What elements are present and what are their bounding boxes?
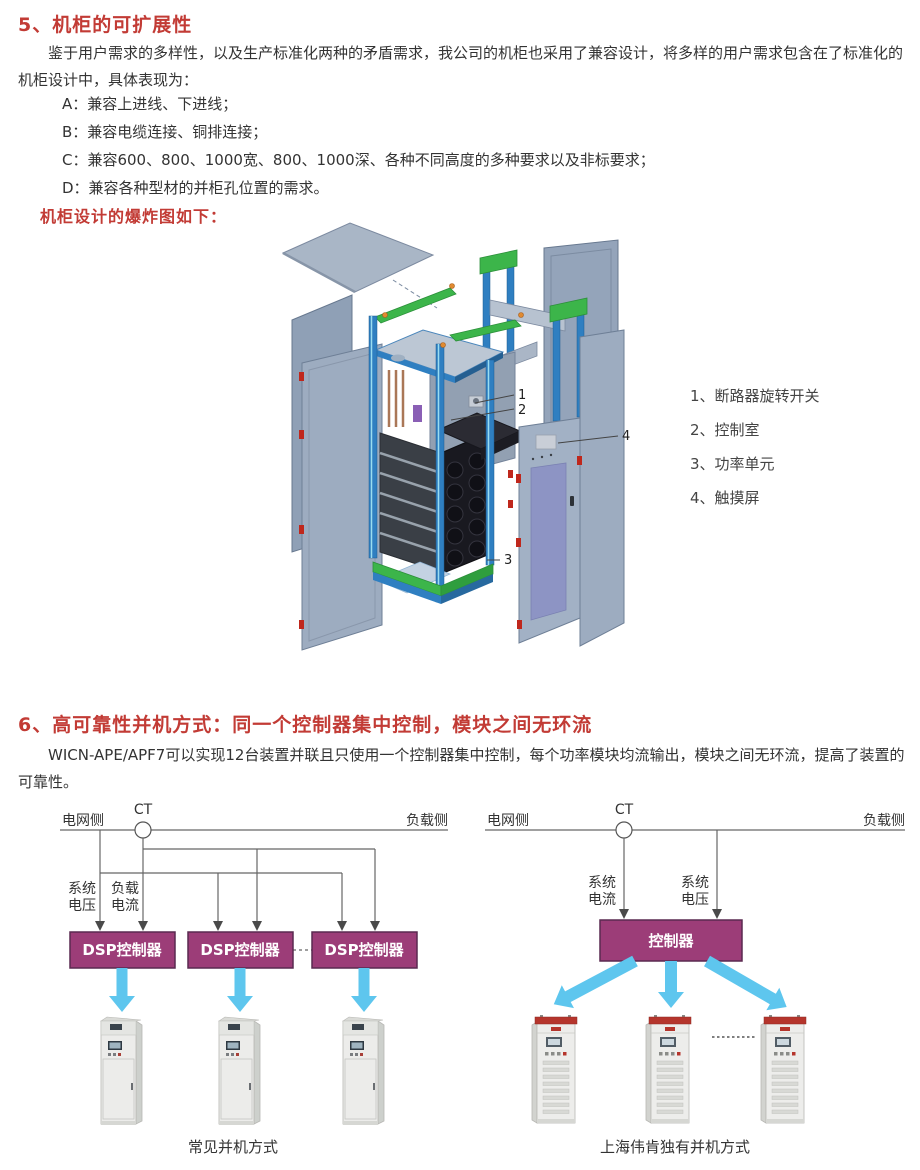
redtop-cabinet-3 bbox=[760, 1014, 807, 1124]
ct-label: CT bbox=[134, 802, 153, 818]
ct-sensor bbox=[615, 821, 633, 839]
exploded-view-legend: 1、断路器旋转开关 2、控制室 3、功率单元 4、触摸屏 bbox=[690, 386, 820, 522]
section5-item-c: C：兼容600、800、1000宽、800、1000深、各种不同高度的多种要求以… bbox=[62, 151, 655, 169]
system-voltage-label-line1: 系统 bbox=[681, 875, 709, 891]
legend-item-2: 2、控制室 bbox=[690, 421, 760, 439]
ct-sensor bbox=[134, 821, 152, 839]
ct-label: CT bbox=[615, 802, 634, 818]
signal-wires bbox=[99, 830, 376, 951]
grid-side-label: 电网侧 bbox=[62, 813, 104, 829]
load-current-label-line2: 电流 bbox=[111, 898, 139, 914]
cabinet-front-door bbox=[516, 417, 582, 644]
cyan-down-arrows bbox=[109, 968, 377, 1012]
dsp-controller-box-1 bbox=[69, 931, 176, 969]
callout-lines bbox=[450, 394, 619, 561]
signal-wires bbox=[623, 830, 718, 909]
weiken-parallel-diagram: 电网侧 CT 负载侧 系统 电流 系统 电压 控制器 bbox=[485, 802, 905, 1156]
plain-cabinet-2 bbox=[218, 1016, 261, 1126]
redtop-cabinet-2 bbox=[645, 1014, 692, 1124]
callout-1: 1 bbox=[518, 388, 526, 403]
system-voltage-label-line2: 电压 bbox=[68, 898, 96, 914]
system-current-label-line1: 系统 bbox=[588, 875, 616, 891]
dsp-controller-label-2: DSP控制器 bbox=[200, 941, 280, 959]
plain-cabinet-1 bbox=[100, 1016, 143, 1126]
cabinet-front-right-panel bbox=[579, 329, 625, 647]
door-handle bbox=[570, 496, 574, 506]
section5-item-b: B：兼容电缆连接、铜排连接； bbox=[62, 123, 268, 141]
grid-side-label: 电网侧 bbox=[487, 813, 529, 829]
callout-3: 3 bbox=[504, 553, 512, 568]
section5-heading: 5、机柜的可扩展性 bbox=[18, 14, 193, 36]
load-side-label: 负载侧 bbox=[863, 813, 905, 829]
callout-2: 2 bbox=[518, 403, 526, 418]
controller-box bbox=[599, 919, 743, 962]
left-diagram-caption: 常见并机方式 bbox=[188, 1138, 278, 1156]
power-module-stack bbox=[379, 412, 522, 575]
system-voltage-label-line2: 电压 bbox=[681, 892, 709, 908]
controller-label: 控制器 bbox=[648, 932, 694, 950]
wire-arrowheads bbox=[619, 909, 722, 919]
common-parallel-diagram: 电网侧 CT 负载侧 系统 电压 负载 电流 bbox=[60, 802, 448, 1156]
load-side-label: 负载侧 bbox=[406, 813, 448, 829]
section6-paragraph: WICN-APE/APF7可以实现12台装置并联且只使用一个控制器集中控制，每个… bbox=[18, 746, 905, 791]
exploded-view-title: 机柜设计的爆炸图如下： bbox=[40, 207, 228, 226]
load-current-label-line1: 负载 bbox=[111, 881, 139, 897]
section5-paragraph: 鉴于用户需求的多样性，以及生产标准化两种的矛盾需求，我公司的机柜也采用了兼容设计… bbox=[18, 44, 904, 89]
section6-heading: 6、高可靠性并机方式：同一个控制器集中控制，模块之间无环流 bbox=[18, 714, 593, 736]
system-voltage-label-line1: 系统 bbox=[68, 881, 96, 897]
lifting-eyebolts bbox=[382, 283, 524, 348]
touch-screen bbox=[535, 434, 557, 450]
exploded-view-diagram: 1 2 3 4 bbox=[281, 222, 630, 651]
right-diagram-caption: 上海伟肯独有并机方式 bbox=[600, 1138, 750, 1156]
section5-item-a: A：兼容上进线、下进线； bbox=[62, 95, 238, 113]
cabinet-front-left-panel bbox=[299, 343, 383, 651]
legend-item-4: 4、触摸屏 bbox=[690, 489, 760, 507]
dsp-controller-label-3: DSP控制器 bbox=[324, 941, 404, 959]
callout-4: 4 bbox=[622, 429, 630, 444]
redtop-cabinet-1 bbox=[531, 1014, 578, 1124]
frame-top-deck bbox=[374, 287, 522, 427]
legend-item-3: 3、功率单元 bbox=[690, 455, 775, 473]
dsp-controller-label-1: DSP控制器 bbox=[82, 941, 162, 959]
section5-item-d: D：兼容各种型材的并柜孔位置的需求。 bbox=[62, 179, 329, 197]
plain-cabinet-3 bbox=[342, 1016, 385, 1126]
wire-arrowheads bbox=[95, 921, 380, 931]
cyan-fan-arrows bbox=[553, 955, 787, 1011]
frame-columns bbox=[368, 283, 524, 604]
cabinet-top-panel bbox=[281, 222, 438, 309]
dsp-controller-box-2 bbox=[187, 931, 294, 969]
legend-item-1: 1、断路器旋转开关 bbox=[690, 387, 820, 405]
system-current-label-line2: 电流 bbox=[588, 892, 616, 908]
